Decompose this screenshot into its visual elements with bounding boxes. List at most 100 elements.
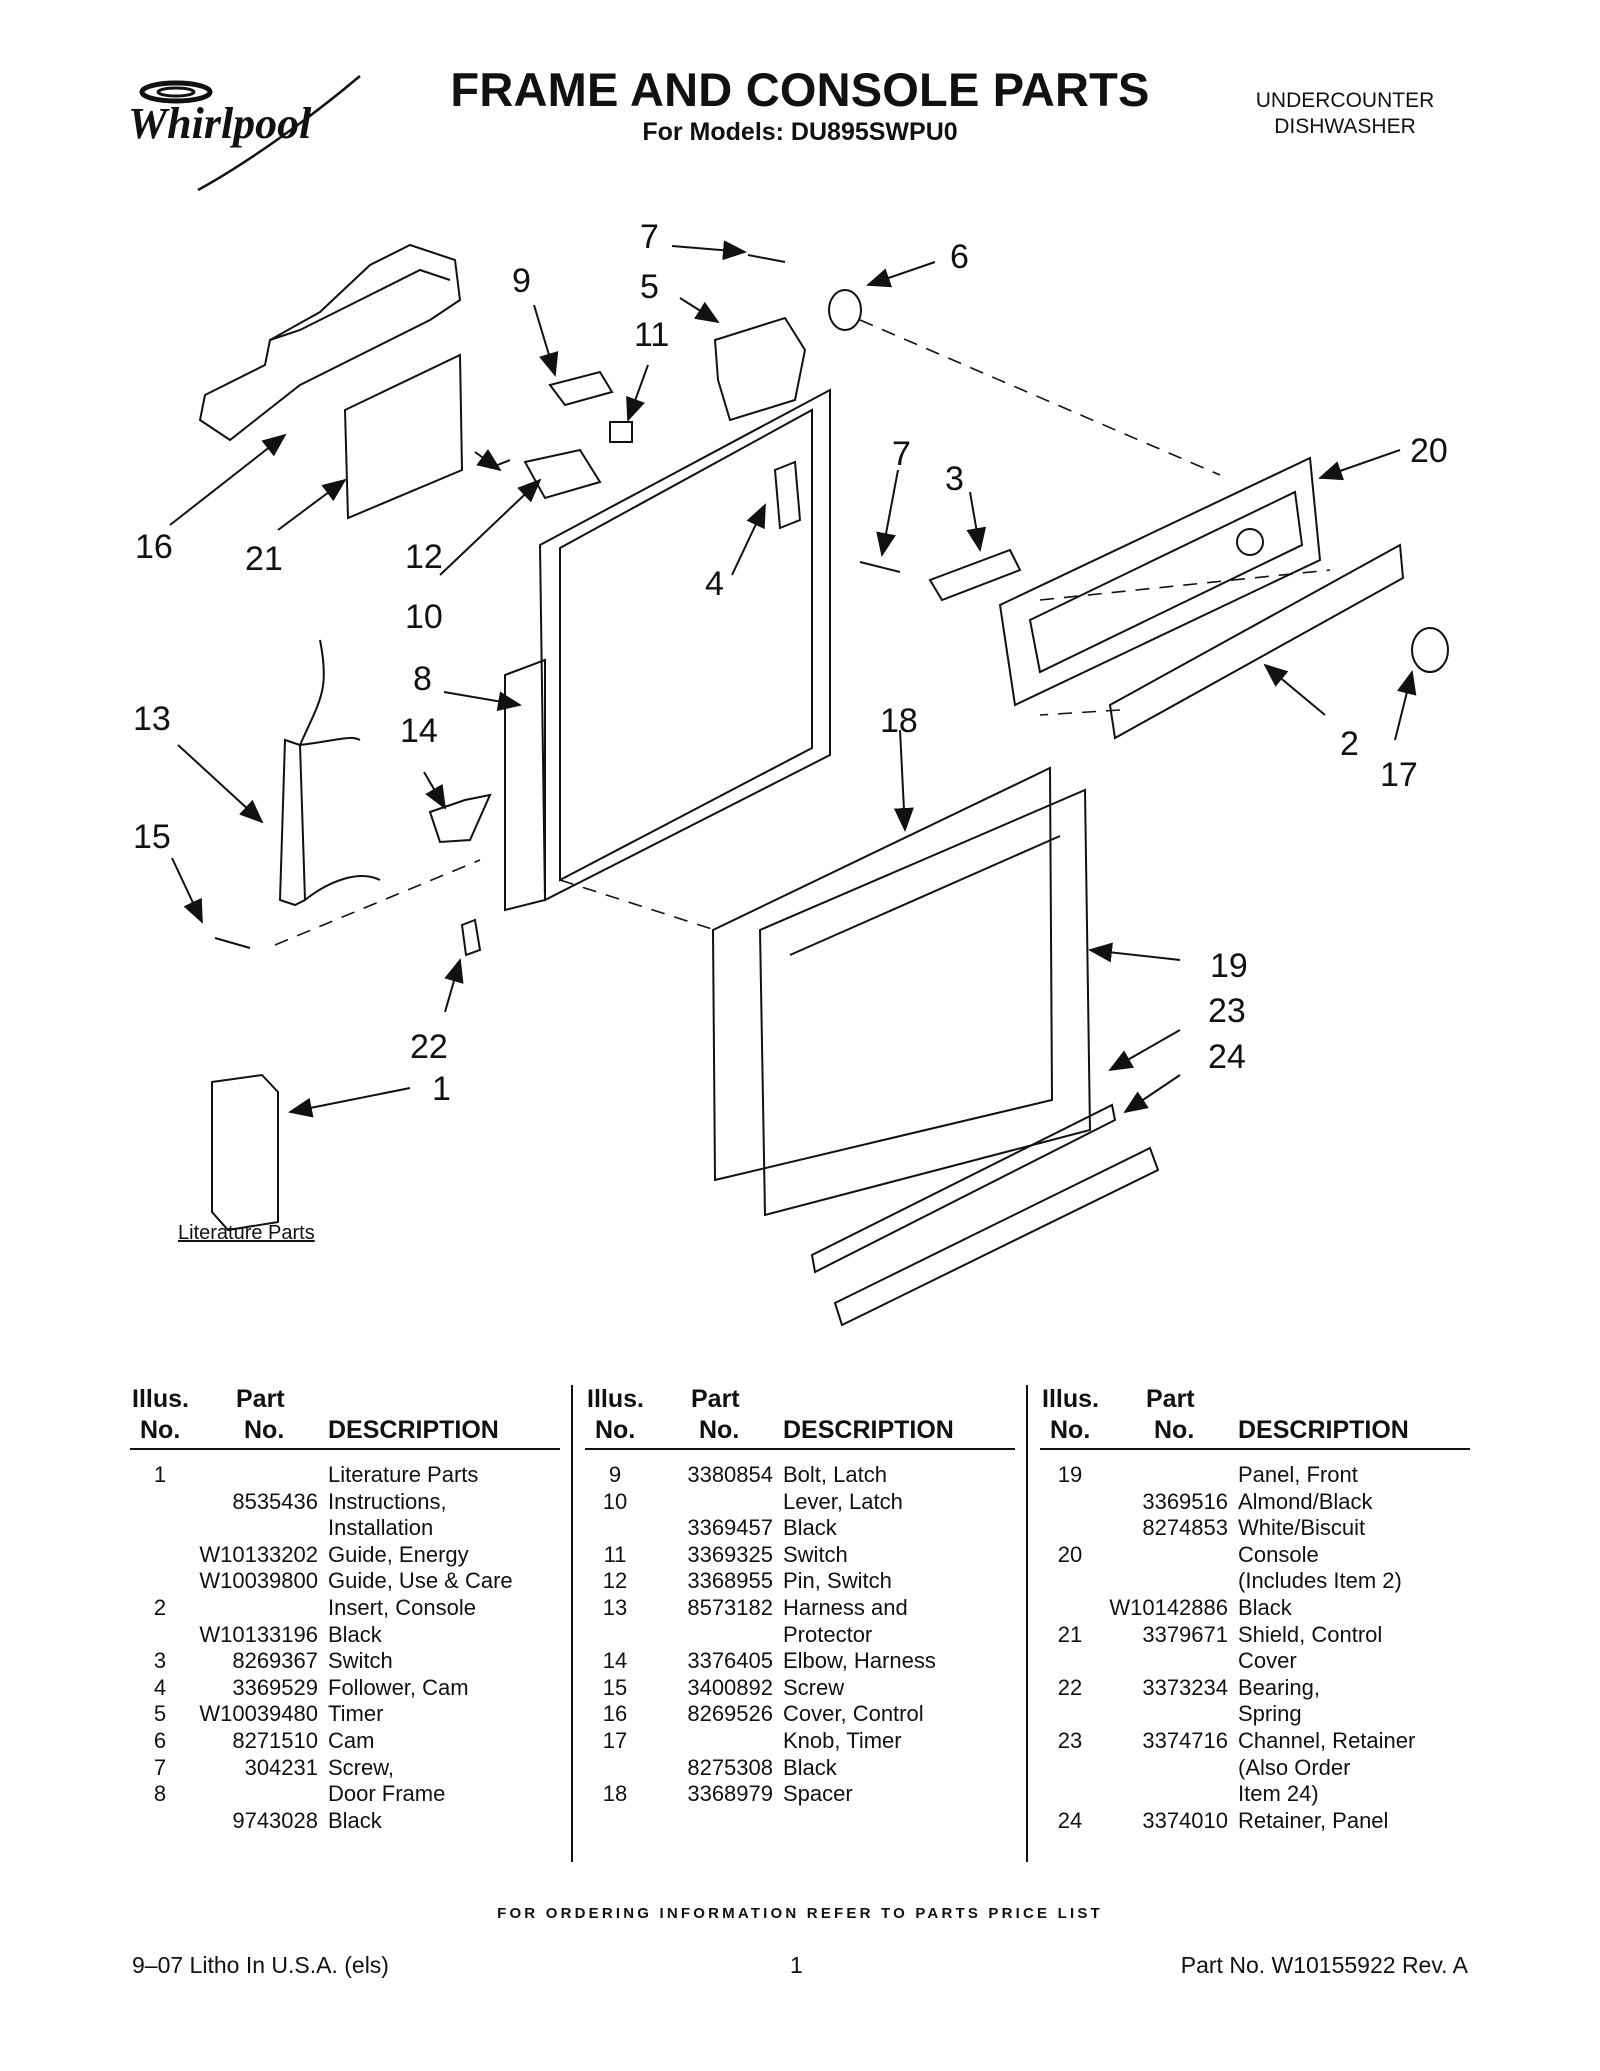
illus-no: 16 <box>602 1701 628 1727</box>
callout-15: 15 <box>133 818 171 856</box>
illus-no: 23 <box>1057 1727 1083 1753</box>
illus-no: 13 <box>602 1594 628 1620</box>
callout-8: 8 <box>413 660 432 698</box>
latch-bolt-part <box>548 370 614 407</box>
callout-18: 18 <box>880 702 918 740</box>
part-no: 3369516 <box>1142 1488 1228 1514</box>
callout-3: 3 <box>945 460 964 498</box>
part-description: Switch <box>783 1541 848 1567</box>
part-description: Black <box>1238 1594 1292 1620</box>
table-row: 14 3376405 Elbow, Harness <box>585 1648 1015 1675</box>
illus-no: 15 <box>602 1674 628 1700</box>
table-row: Cover <box>1040 1648 1470 1675</box>
illus-no: 12 <box>602 1568 628 1594</box>
part-no: W10133196 <box>199 1621 318 1647</box>
control-shield-part <box>343 353 464 520</box>
exploded-parts-diagram: 7 6 9 5 11 20 7 3 16 21 12 4 10 8 13 18 … <box>133 218 1449 1327</box>
table-row: Installation <box>130 1515 560 1542</box>
screw-7-top-part <box>747 254 786 263</box>
part-description: Installation <box>328 1515 434 1541</box>
part-no: 8269526 <box>687 1701 773 1727</box>
illus-no: 8 <box>153 1781 167 1807</box>
latch-lever-part <box>523 448 602 500</box>
illus-no: 9 <box>608 1462 622 1487</box>
callout-7-mid: 7 <box>892 435 911 473</box>
header-illus-no: No. <box>595 1416 636 1444</box>
part-description: Follower, Cam <box>328 1674 469 1700</box>
callout-20: 20 <box>1410 432 1448 470</box>
part-description: Pin, Switch <box>783 1568 892 1594</box>
illus-no: 14 <box>602 1648 628 1674</box>
console-part <box>998 456 1322 707</box>
part-no: 8271510 <box>232 1727 318 1753</box>
callout-1: 1 <box>432 1070 451 1108</box>
timer-knob-part <box>1411 627 1449 673</box>
callout-7-top: 7 <box>640 218 659 256</box>
callout-22: 22 <box>410 1028 448 1066</box>
page-title: FRAME AND CONSOLE PARTS <box>450 63 1150 116</box>
part-no: 3374010 <box>1142 1807 1228 1833</box>
cam-follower-part <box>773 460 802 530</box>
part-description: Guide, Energy <box>328 1541 469 1567</box>
header-illus-label: Illus. <box>132 1385 189 1413</box>
part-no: W10039800 <box>199 1568 318 1594</box>
footer-part-number: Part No. W10155922 Rev. A <box>1180 1952 1468 1978</box>
header-description: DESCRIPTION <box>783 1416 954 1444</box>
part-description: Elbow, Harness <box>783 1648 936 1674</box>
illus-no: 21 <box>1057 1621 1083 1647</box>
header-part-label: Part <box>236 1385 285 1413</box>
switch-3-part <box>928 548 1022 602</box>
part-no: 3368955 <box>687 1568 773 1594</box>
part-no: 9743028 <box>232 1807 318 1833</box>
part-description: Harness and <box>783 1594 908 1620</box>
illus-no: 11 <box>603 1541 627 1567</box>
header-illus-label: Illus. <box>1042 1385 1099 1413</box>
timer-part <box>713 316 807 422</box>
part-description: Spring <box>1238 1701 1302 1727</box>
column-divider-1 <box>571 1385 573 1862</box>
part-description: White/Biscuit <box>1238 1515 1366 1541</box>
illus-no: 5 <box>153 1701 167 1727</box>
part-description: Timer <box>328 1701 384 1727</box>
logo-wordmark: Whirlpool <box>128 99 312 148</box>
part-description: Panel, Front <box>1238 1462 1358 1487</box>
callout-19: 19 <box>1210 947 1248 985</box>
part-no: 8275308 <box>687 1754 773 1780</box>
illus-no: 10 <box>602 1488 628 1514</box>
part-description: Retainer, Panel <box>1238 1807 1389 1833</box>
callout-labels: 7 6 9 5 11 20 7 3 16 21 12 4 10 8 13 18 … <box>133 218 1448 1108</box>
part-description: Item 24) <box>1238 1781 1319 1807</box>
part-description: Black <box>783 1515 837 1541</box>
part-no: 3368979 <box>687 1781 773 1807</box>
header-illus-label: Illus. <box>587 1385 644 1413</box>
illus-no: 17 <box>602 1727 628 1753</box>
part-no: W10039480 <box>199 1701 318 1727</box>
part-description: Literature Parts <box>328 1462 479 1487</box>
whirlpool-logo: Whirlpool <box>128 75 361 192</box>
callout-14: 14 <box>400 712 438 750</box>
part-no: 3376405 <box>687 1648 773 1674</box>
part-description: Instructions, <box>328 1488 447 1514</box>
